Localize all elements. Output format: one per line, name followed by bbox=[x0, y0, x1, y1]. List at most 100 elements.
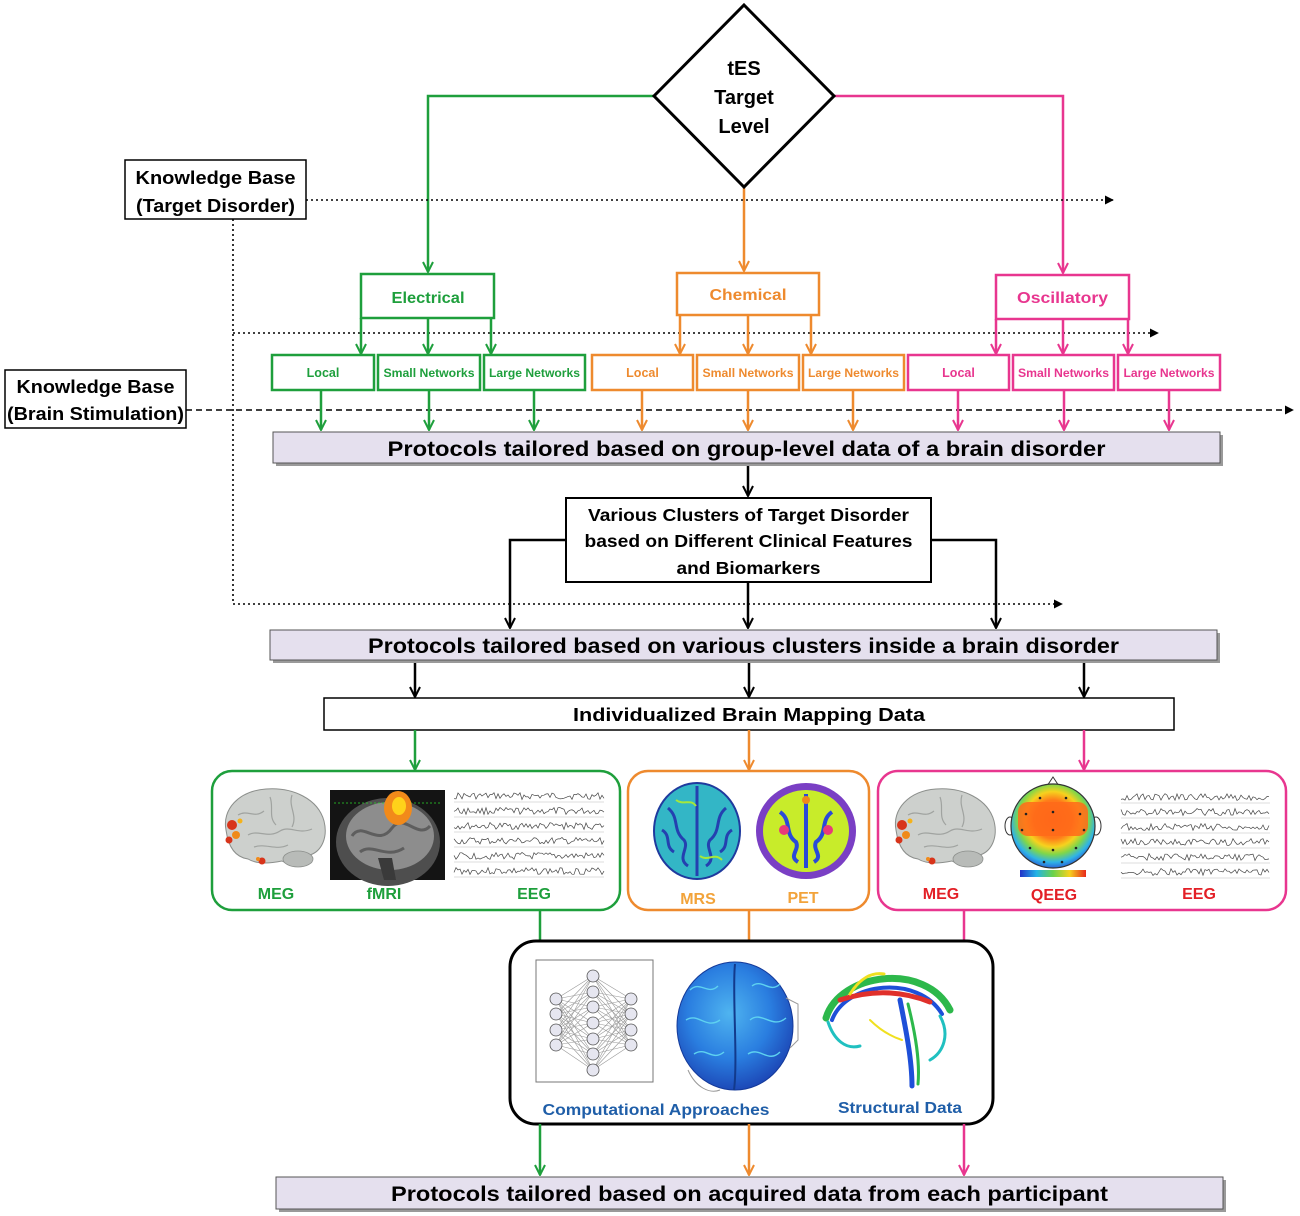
fmri-image bbox=[330, 790, 445, 886]
diamond-line-1: tES bbox=[727, 58, 760, 80]
cortical-electrode-wires bbox=[687, 997, 799, 1092]
pet-spot bbox=[779, 825, 789, 835]
neural-network-node bbox=[549, 1038, 563, 1052]
electrical-small-networks-label: Small Networks bbox=[384, 366, 475, 380]
cortical-fissure bbox=[733, 963, 737, 1091]
fmri-brainstem bbox=[378, 858, 396, 880]
oscillatory-large-networks-label: Large Networks bbox=[1124, 366, 1215, 380]
eeg-traces-image bbox=[1120, 792, 1270, 879]
neural-network-node bbox=[586, 1016, 600, 1030]
modality-qeeg-label: QEEG bbox=[1031, 887, 1077, 904]
neural-network-edge bbox=[555, 975, 594, 1015]
eeg-trace bbox=[453, 806, 605, 816]
modality-meg-label: MEG bbox=[258, 886, 294, 903]
neural-network-node bbox=[586, 969, 600, 983]
electrical-local-label: Local bbox=[307, 366, 340, 380]
neural-network-edge bbox=[592, 1006, 632, 1015]
computational-approaches-label: Computational Approaches bbox=[543, 1102, 770, 1119]
electrical-large-networks-label: Large Networks bbox=[489, 366, 580, 380]
meg-brain-image bbox=[894, 788, 996, 868]
connector-oscillatory bbox=[834, 94, 1063, 273]
pet-spot bbox=[823, 825, 833, 835]
neural-network-image bbox=[535, 959, 654, 1083]
neural-network-node bbox=[624, 1038, 638, 1052]
neural-network-node bbox=[586, 1047, 600, 1061]
oscillatory-small-networks-label: Small Networks bbox=[1018, 366, 1109, 380]
tract-arch bbox=[822, 975, 954, 1022]
neural-network-edge bbox=[592, 975, 632, 1000]
protocol-participant-label: Protocols tailored based on acquired dat… bbox=[391, 1183, 1108, 1206]
eeg-trace bbox=[1120, 822, 1270, 832]
eeg-trace bbox=[453, 836, 605, 846]
knowledge-base-stimulation-subtitle: (Brain Stimulation) bbox=[7, 403, 184, 424]
neural-network-node bbox=[549, 1023, 563, 1037]
electrical-local-box bbox=[270, 353, 376, 392]
oscillatory-large-networks-box bbox=[1116, 353, 1222, 392]
knowledge-base-stimulation-title: Knowledge Base bbox=[17, 376, 175, 397]
eeg-trace bbox=[1120, 852, 1270, 862]
neural-network-edge bbox=[555, 975, 594, 1046]
eeg-trace bbox=[453, 866, 605, 876]
eeg-trace bbox=[453, 792, 605, 801]
fmri-activation-core bbox=[392, 797, 406, 815]
eeg-trace bbox=[1120, 792, 1270, 802]
qeeg-image bbox=[1004, 776, 1102, 877]
neural-network-node bbox=[624, 1007, 638, 1021]
eeg-trace bbox=[1120, 867, 1270, 877]
neural-network-edge bbox=[592, 998, 632, 1024]
brain-mapping-label: Individualized Brain Mapping Data bbox=[573, 705, 926, 725]
neural-network-edge bbox=[592, 1013, 632, 1024]
tractography-image bbox=[822, 972, 954, 1089]
knowledge-base-target-box bbox=[124, 159, 307, 220]
chemical-local-box bbox=[590, 353, 695, 392]
neural-network-edge bbox=[555, 975, 594, 1000]
pet-patterns bbox=[778, 794, 834, 868]
neural-network-edge bbox=[592, 1044, 632, 1071]
neural-network-node bbox=[586, 1000, 600, 1014]
neural-network-node bbox=[624, 1023, 638, 1037]
protocol-clusters-box bbox=[269, 629, 1218, 661]
chemical-small-networks-label: Small Networks bbox=[703, 366, 794, 380]
protocol-participant-box bbox=[275, 1176, 1224, 1210]
neural-network-edge bbox=[592, 998, 632, 1071]
tract-corpus bbox=[837, 990, 933, 1005]
neural-network-node bbox=[549, 1007, 563, 1021]
cortical-gyri bbox=[685, 983, 787, 1057]
structural-data-label: Structural Data bbox=[838, 1100, 962, 1117]
connector-clusters-right bbox=[931, 538, 996, 628]
fmri-sulci bbox=[350, 821, 432, 854]
neural-network-edge bbox=[592, 998, 632, 1055]
chemical-local-label: Local bbox=[626, 366, 659, 380]
chemical-large-networks-box bbox=[801, 353, 906, 392]
clusters-line-1: Various Clusters of Target Disorder bbox=[588, 505, 909, 525]
protocol-group-label: Protocols tailored based on group-level … bbox=[388, 438, 1106, 461]
tes-target-level-diamond bbox=[651, 2, 837, 190]
tract-fibers-lower bbox=[869, 1019, 903, 1041]
pet-spot bbox=[802, 796, 810, 804]
neural-network-edge bbox=[592, 998, 632, 1040]
neural-network-edge bbox=[555, 1044, 594, 1071]
modality-mrs-label: MRS bbox=[680, 891, 716, 908]
fmri-brain bbox=[346, 802, 434, 870]
modality-meg-label: MEG bbox=[923, 886, 959, 903]
neural-network-node bbox=[586, 1032, 600, 1046]
mrs-image bbox=[653, 782, 741, 880]
oscillatory-small-networks-box bbox=[1011, 353, 1116, 392]
connector-clusters-left bbox=[510, 538, 566, 628]
qeeg-electrodes bbox=[1020, 796, 1086, 864]
level-oscillatory-label: Oscillatory bbox=[1017, 290, 1108, 307]
neural-network-node bbox=[624, 992, 638, 1006]
connector-electrical bbox=[428, 94, 654, 272]
tract-stem-outer bbox=[906, 1002, 920, 1086]
oscillatory-local-label: Local bbox=[942, 366, 975, 380]
modality-pet-label: PET bbox=[787, 890, 818, 907]
tract-fibers bbox=[848, 972, 886, 996]
neural-network-edge bbox=[592, 1029, 632, 1071]
mrs-patterns bbox=[661, 786, 733, 876]
meg-brain-image bbox=[224, 788, 326, 868]
cortical-surface-image bbox=[676, 961, 799, 1092]
knowledge-base-stimulation-box bbox=[4, 369, 187, 429]
eeg-trace bbox=[453, 821, 605, 831]
eeg-trace bbox=[1120, 837, 1270, 846]
